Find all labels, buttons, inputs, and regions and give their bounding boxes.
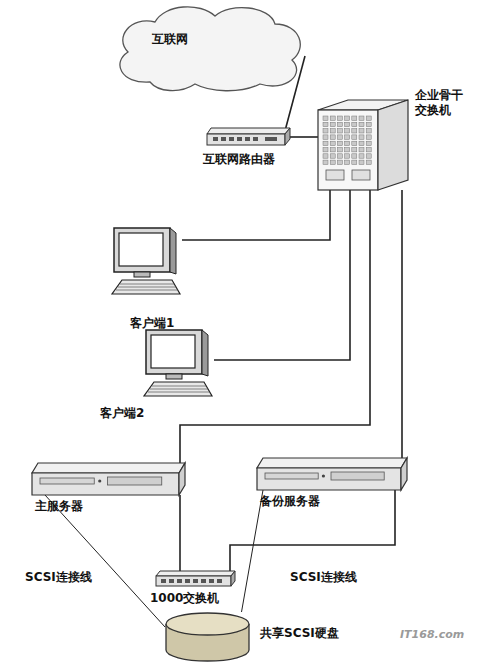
device-icon xyxy=(318,100,408,190)
device-icon xyxy=(255,458,407,490)
device-node: 主服务器 xyxy=(30,463,185,495)
device-node: 备份服务器 xyxy=(255,458,407,490)
device-node: 企业骨干 交换机 xyxy=(318,100,408,190)
watermark: IT168.com xyxy=(400,628,464,641)
network-cable xyxy=(179,495,181,571)
network-cable xyxy=(180,190,370,463)
device-node: 客户端2 xyxy=(140,330,214,396)
device-label: 共享SCSI硬盘 xyxy=(260,626,339,641)
network-cable xyxy=(242,490,264,612)
device-label: 客户端1 xyxy=(130,316,174,331)
device-node: 互联网路由器 xyxy=(205,128,290,146)
device-icon xyxy=(30,463,185,495)
cable-label: SCSI连接线 xyxy=(290,569,357,586)
device-icon xyxy=(205,128,290,146)
network-cable xyxy=(230,490,395,571)
network-cable xyxy=(290,136,318,138)
device-icon xyxy=(140,330,214,396)
device-label: 主服务器 xyxy=(35,499,83,514)
cable-label: SCSI连接线 xyxy=(25,569,92,586)
device-label: 互联网路由器 xyxy=(203,152,275,167)
device-node: 1000交换机 xyxy=(155,571,235,587)
device-label: 企业骨干 交换机 xyxy=(415,88,467,118)
network-cable xyxy=(45,495,165,627)
network-cable xyxy=(182,190,330,240)
device-icon xyxy=(155,571,235,587)
device-icon xyxy=(108,228,182,294)
device-label: 备份服务器 xyxy=(260,494,320,509)
device-icon xyxy=(165,612,250,662)
device-label: 1000交换机 xyxy=(150,591,219,606)
device-label: 客户端2 xyxy=(100,406,144,421)
network-cable xyxy=(214,190,350,360)
device-icon xyxy=(110,2,305,92)
network-cable xyxy=(401,190,403,458)
device-node: 共享SCSI硬盘 xyxy=(165,612,250,662)
device-node: 客户端1 xyxy=(108,228,182,294)
device-node: 互联网 xyxy=(110,2,305,92)
device-label: 互联网 xyxy=(152,32,188,47)
